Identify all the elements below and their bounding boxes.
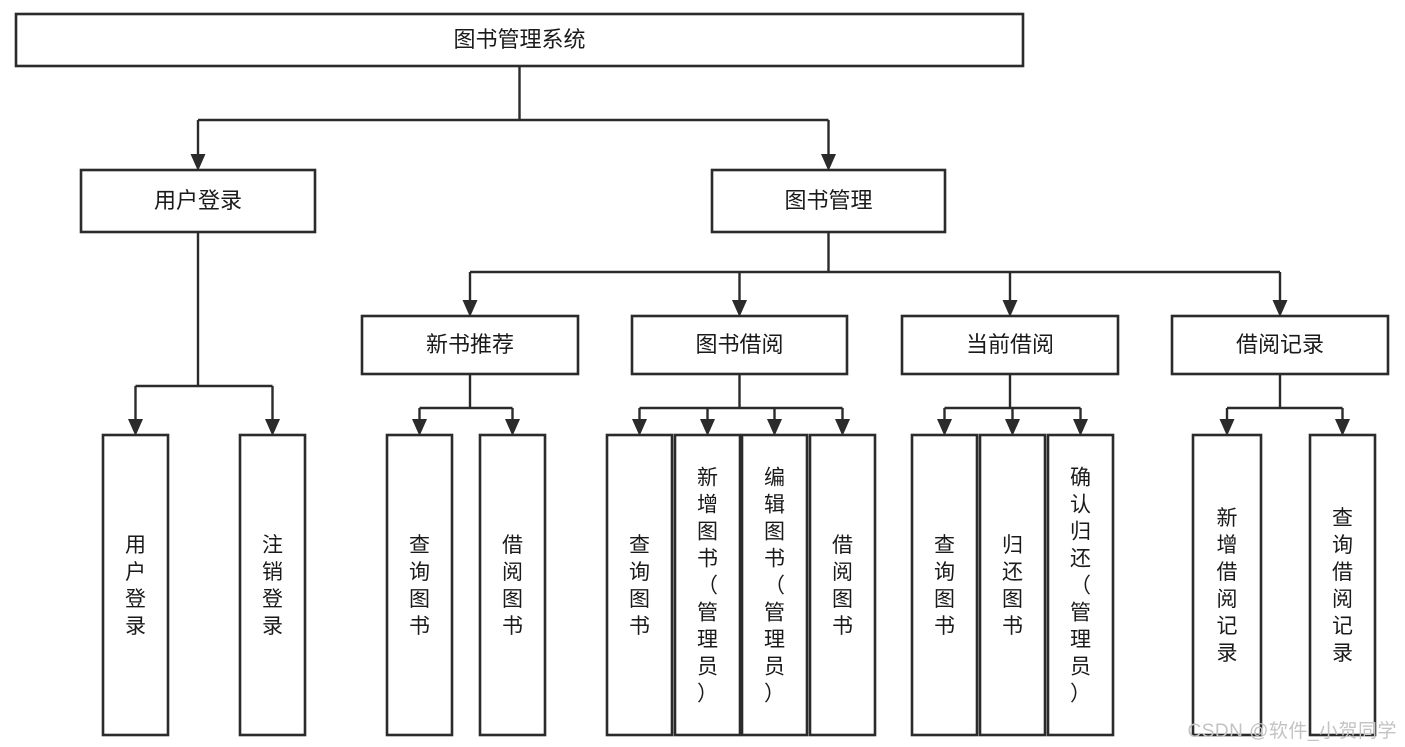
arrow-head [1073,419,1088,436]
node-box-leaf-logout [238,433,307,737]
node-root[interactable]: 图书管理系统 [14,12,1025,68]
arrow-head [821,154,836,171]
node-book-borrow[interactable]: 图书借阅 [630,314,849,376]
connector-user-login-to-leaves [128,232,280,436]
node-label-leaf-add-book-admin: 新增图书（管理员） [697,467,718,706]
node-label-leaf-query-book-rec: 查询图书 [409,534,430,638]
node-box-leaf-confirm-return-admin [1046,433,1115,737]
node-borrow-record[interactable]: 借阅记录 [1170,314,1390,376]
node-label-leaf-borrow-book: 借阅图书 [832,534,853,638]
node-leaf-logout[interactable]: 注销登录 [238,433,307,737]
node-box-current-borrow [900,314,1120,376]
node-box-leaf-add-book-admin [673,433,742,737]
node-label-leaf-borrow-book-rec: 借阅图书 [502,534,523,638]
edges-layer [128,66,1350,436]
arrow-head [835,419,850,436]
node-leaf-query-book-current[interactable]: 查询图书 [910,433,979,737]
node-leaf-confirm-return-admin[interactable]: 确认归还（管理员） [1046,433,1115,737]
arrow-head [1272,300,1288,317]
node-box-leaf-borrow-book [808,433,877,737]
node-label-borrow-record: 借阅记录 [1236,332,1324,357]
node-leaf-add-book-admin[interactable]: 新增图书（管理员） [673,433,742,737]
node-leaf-query-borrow-record[interactable]: 查询借阅记录 [1308,433,1377,737]
csdn-watermark: CSDN @软件_小贺同学 [1187,721,1397,742]
node-box-book-manage [710,168,947,234]
arrow-head [1005,419,1020,436]
arrow-head [732,300,747,317]
node-box-leaf-return-book [978,433,1047,737]
node-box-root [14,12,1025,68]
node-box-leaf-query-book-current [910,433,979,737]
arrow-head [1335,419,1350,436]
node-box-book-borrow [630,314,849,376]
node-leaf-user-login[interactable]: 用户登录 [101,433,170,737]
node-label-user-login: 用户登录 [154,188,242,213]
node-label-leaf-user-login: 用户登录 [125,534,146,638]
node-box-new-book-recommend [360,314,580,376]
arrow-head [632,419,647,436]
node-leaf-add-borrow-record[interactable]: 新增借阅记录 [1191,433,1263,737]
node-box-leaf-user-login [101,433,170,737]
node-label-book-borrow: 图书借阅 [695,332,783,357]
connector-book-borrow-to-leaves [632,374,850,436]
arrow-head [700,419,715,436]
node-leaf-borrow-book[interactable]: 借阅图书 [808,433,877,737]
node-box-leaf-query-book-rec [385,433,454,737]
node-label-root: 图书管理系统 [453,27,585,52]
arrow-head [462,300,478,317]
connector-book-manage-to-level3 [462,232,1288,317]
node-box-borrow-record [1170,314,1390,376]
arrow-head [265,419,280,436]
node-book-manage[interactable]: 图书管理 [710,168,947,234]
arrow-head [937,419,952,436]
arrow-head [128,419,143,436]
arrow-head [767,419,782,436]
node-box-leaf-edit-book-admin [740,433,809,737]
connector-new-book-recommend-to-leaves [412,374,520,436]
arrow-head [1002,300,1018,317]
node-label-leaf-edit-book-admin: 编辑图书（管理员） [764,467,785,706]
node-label-leaf-return-book: 归还图书 [1002,534,1023,638]
node-new-book-recommend[interactable]: 新书推荐 [360,314,580,376]
node-box-leaf-add-borrow-record [1191,433,1263,737]
node-box-leaf-borrow-book-rec [478,433,547,737]
arrow-head [505,419,520,436]
arrow-head [190,154,206,171]
node-leaf-borrow-book-rec[interactable]: 借阅图书 [478,433,547,737]
node-label-leaf-confirm-return-admin: 确认归还（管理员） [1070,467,1091,706]
nodes-layer: 图书管理系统用户登录图书管理新书推荐图书借阅当前借阅借阅记录用户登录注销登录查询… [14,12,1390,737]
node-box-leaf-query-book-borrow [605,433,674,737]
node-label-leaf-logout: 注销登录 [262,534,283,638]
node-user-login[interactable]: 用户登录 [79,168,317,234]
node-label-book-manage: 图书管理 [784,188,872,213]
node-label-current-borrow: 当前借阅 [966,332,1054,357]
node-box-leaf-query-borrow-record [1308,433,1377,737]
node-leaf-return-book[interactable]: 归还图书 [978,433,1047,737]
node-current-borrow[interactable]: 当前借阅 [900,314,1120,376]
connector-borrow-record-to-leaves [1219,374,1350,436]
connector-current-borrow-to-leaves [937,374,1088,436]
node-leaf-query-book-borrow[interactable]: 查询图书 [605,433,674,737]
node-label-leaf-add-borrow-record: 新增借阅记录 [1217,507,1238,665]
connector-root-to-level2 [190,66,836,171]
node-label-leaf-query-book-borrow: 查询图书 [629,534,650,638]
node-label-new-book-recommend: 新书推荐 [426,332,514,357]
node-leaf-edit-book-admin[interactable]: 编辑图书（管理员） [740,433,809,737]
arrow-head [412,419,427,436]
node-leaf-query-book-rec[interactable]: 查询图书 [385,433,454,737]
node-box-user-login [79,168,317,234]
node-label-leaf-query-borrow-record: 查询借阅记录 [1332,507,1353,665]
arrow-head [1219,419,1235,436]
node-label-leaf-query-book-current: 查询图书 [934,534,955,638]
